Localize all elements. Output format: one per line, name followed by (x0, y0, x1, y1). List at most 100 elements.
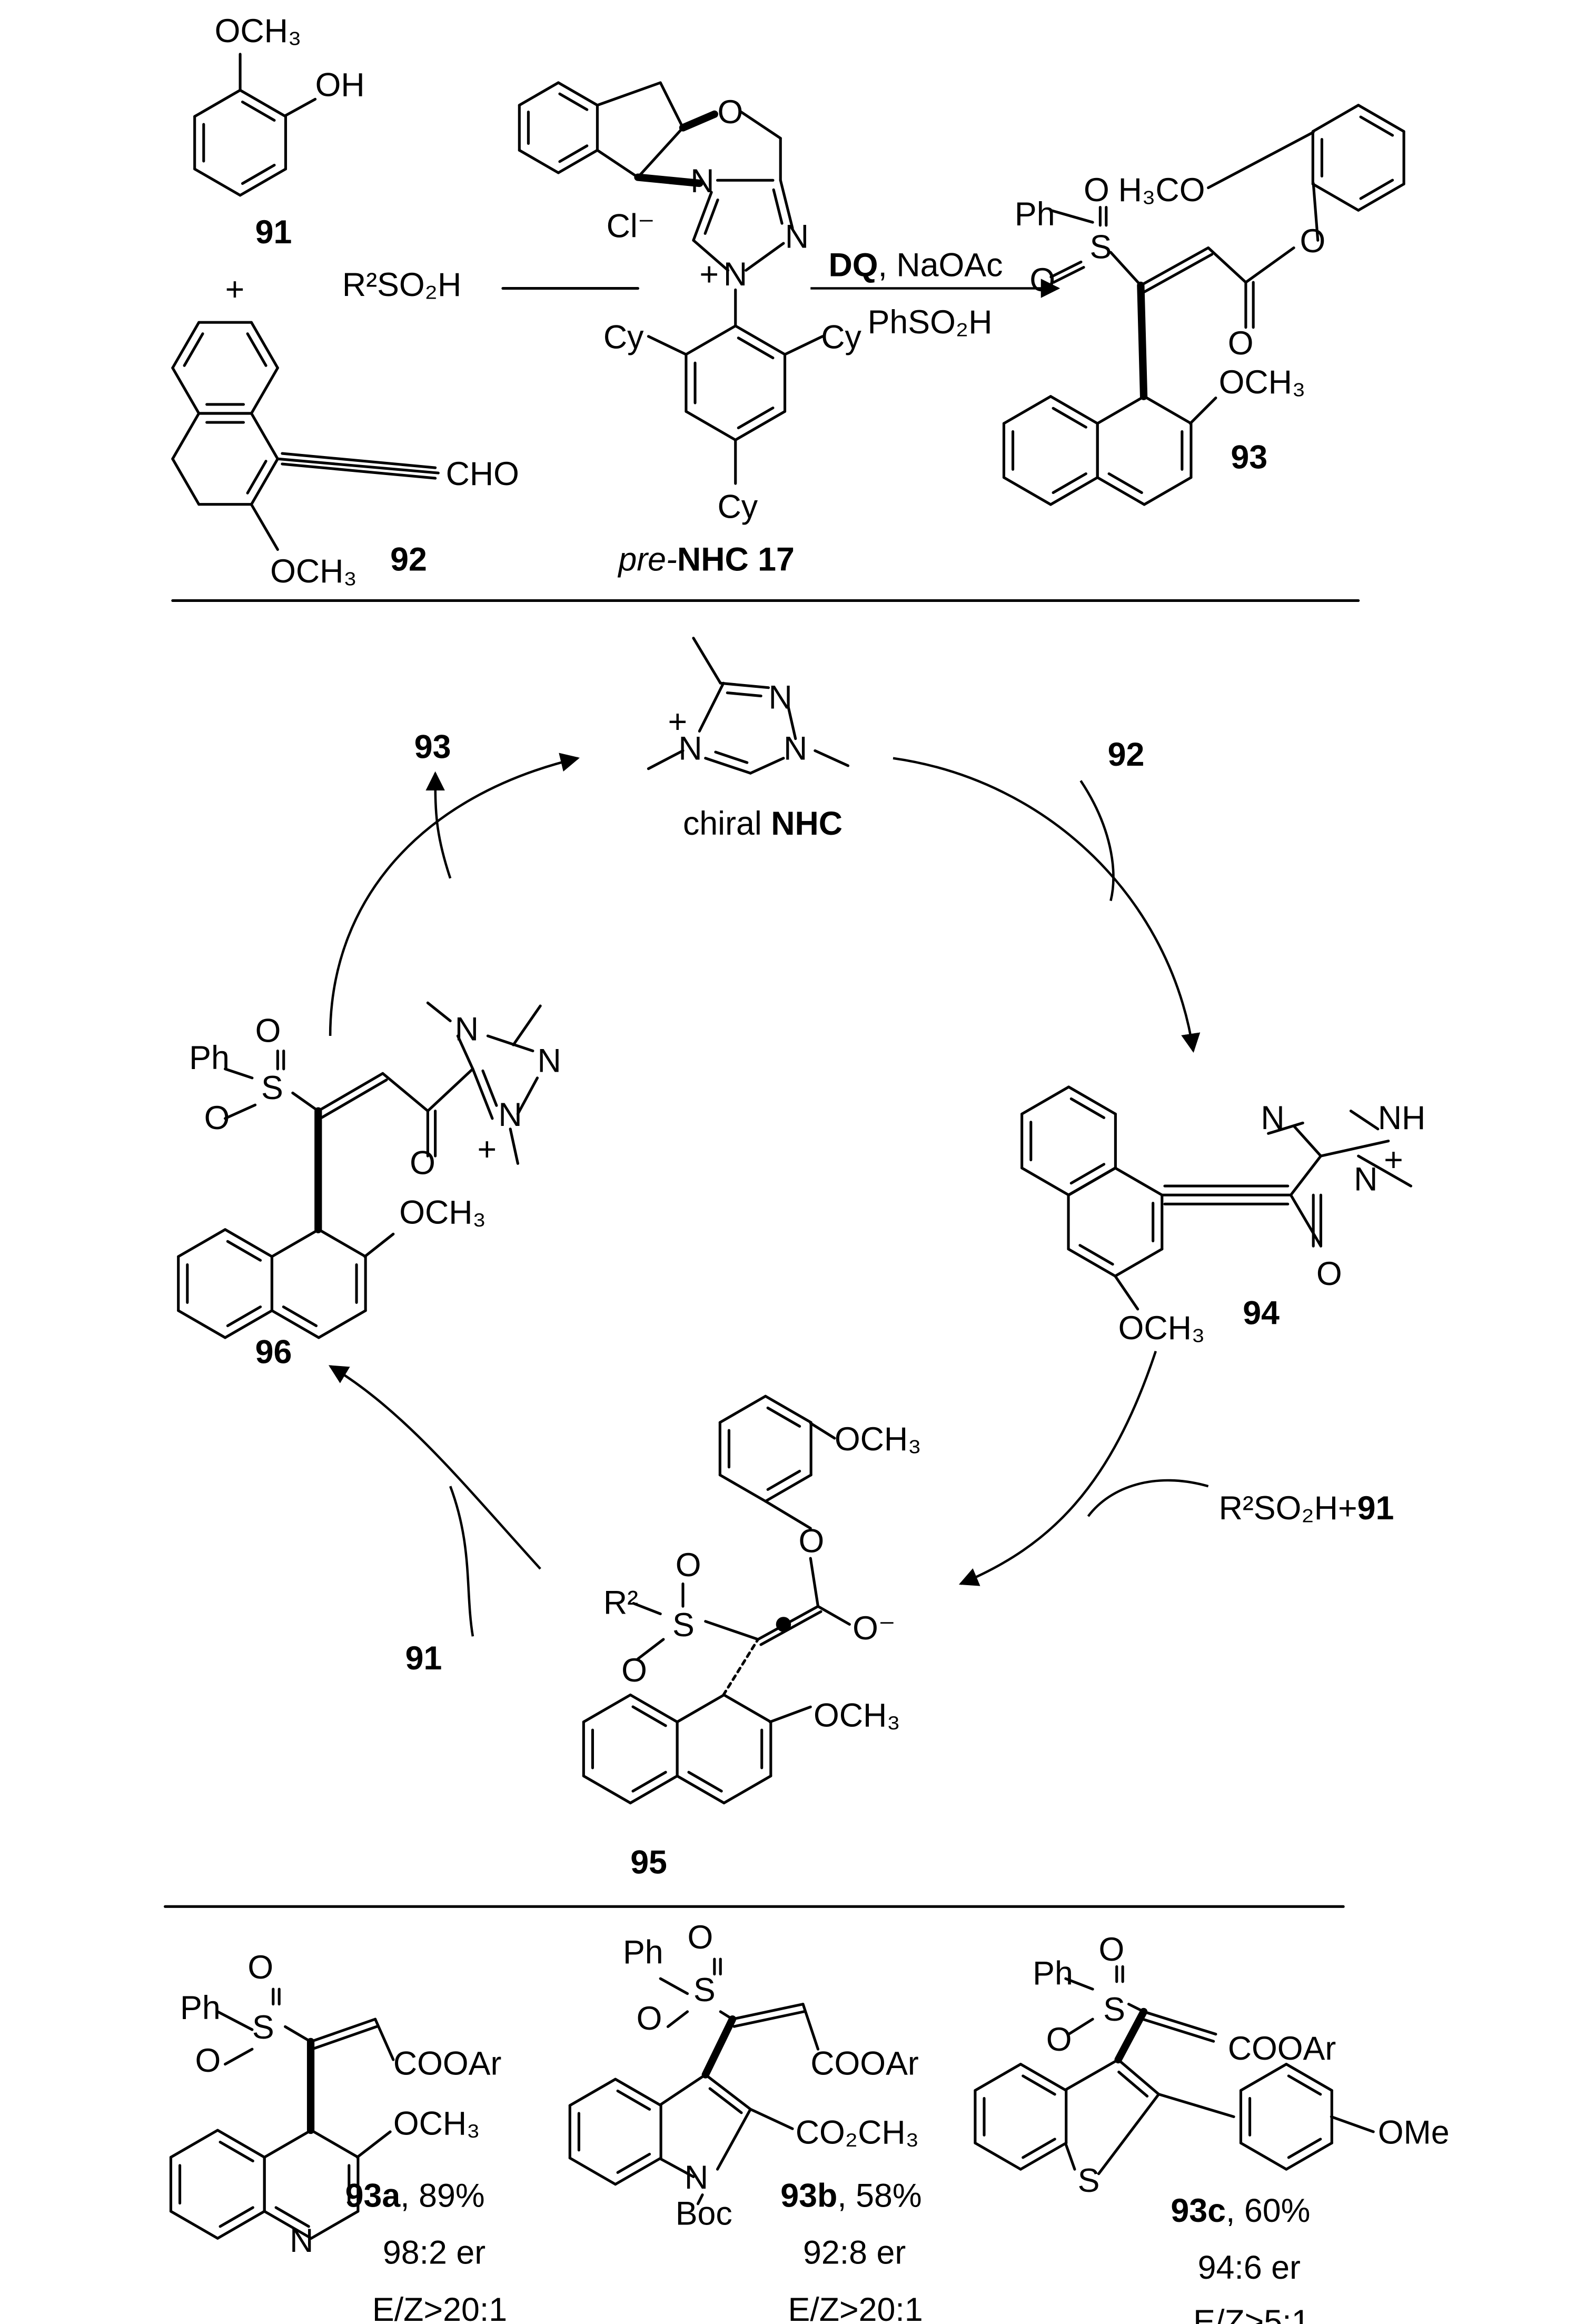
atom-s: S (1078, 2162, 1100, 2199)
atom-n: N (290, 2222, 313, 2259)
bond (692, 191, 713, 242)
bond (731, 2003, 805, 2021)
sulfinic-acid: R²SO₂H (342, 266, 461, 303)
atom-s: S (672, 1607, 695, 1644)
bond (276, 457, 440, 474)
cycle-arrow (328, 1365, 541, 1570)
bond (1239, 2063, 1288, 2092)
bond (309, 2018, 377, 2043)
bond (426, 1067, 474, 1113)
bond (224, 1309, 274, 1339)
cycle-arrow (425, 771, 452, 879)
atom-n: N (690, 163, 714, 200)
substituent-label: OCH₃ (393, 2105, 480, 2142)
bond (1064, 2058, 1120, 2091)
bond (659, 2073, 707, 2107)
bond (1069, 1097, 1106, 1119)
hydroxy-label: OH (315, 67, 365, 104)
bond (809, 1421, 836, 1440)
bond (1357, 182, 1405, 212)
bond (518, 81, 560, 107)
bond (1140, 2017, 1215, 2043)
bond (659, 1977, 689, 1995)
compound-label: 95 (630, 1844, 667, 1881)
bond (239, 88, 288, 118)
bond (719, 681, 770, 689)
bond (250, 457, 279, 506)
bond (714, 750, 749, 764)
bond (1289, 1154, 1322, 1196)
atom-o: O (255, 1012, 281, 1049)
bond (676, 1693, 726, 1724)
bond (759, 1610, 822, 1646)
example-93c: Ph O S O COOAr OMe S 93c, 60% 94:6 er E/… (1033, 1931, 1450, 2324)
bond (692, 637, 722, 685)
bond (1207, 131, 1315, 190)
atom-o: O (1084, 172, 1109, 209)
bond (716, 2108, 752, 2171)
bond (183, 332, 204, 367)
bond (456, 1034, 474, 1071)
bond (1357, 1154, 1413, 1188)
bond (1207, 246, 1247, 284)
bond (704, 757, 752, 775)
bond (310, 2210, 360, 2240)
bond (1002, 395, 1052, 425)
chloride: Cl⁻ (607, 208, 655, 245)
cy-label: Cy (718, 489, 758, 526)
compound-label: 94 (1243, 1294, 1280, 1331)
atom-o: O (718, 94, 744, 131)
phenyl-label: Ph (623, 1934, 663, 1971)
atom-o: O (1099, 1931, 1125, 1968)
atom-n: N (498, 1096, 522, 1133)
methoxy-label: OCH₃ (814, 1697, 900, 1734)
cycle-arrow (893, 757, 1201, 1053)
methoxy-label: OCH₃ (270, 553, 357, 590)
bond (737, 337, 775, 360)
bond (241, 164, 276, 185)
bond (381, 1072, 429, 1113)
charge-plus: + (1384, 1142, 1403, 1179)
methoxy-label: H₃CO (1118, 172, 1205, 209)
bond (1357, 104, 1405, 133)
bond (1049, 395, 1099, 425)
example-yield: 93c, 60% (1171, 2192, 1310, 2229)
bond (274, 2206, 310, 2228)
boc-label: Boc (676, 2196, 732, 2232)
bond (281, 452, 437, 469)
bond (1019, 2063, 1068, 2092)
bond (270, 1309, 320, 1339)
bond (1078, 1244, 1114, 1266)
bond (270, 1228, 320, 1258)
bond-layer (163, 53, 1413, 2240)
bond (634, 173, 703, 187)
product-93-label: 93 (414, 729, 451, 766)
bond (582, 1774, 632, 1805)
charge-plus: + (699, 256, 719, 293)
bond (1067, 1166, 1117, 1196)
example-er: 92:8 er (803, 2234, 906, 2271)
compound-91: OCH₃ OH 91 (215, 13, 365, 251)
bond (216, 2210, 266, 2240)
compound-label: 93 (1231, 439, 1267, 476)
methoxy-label: OCH₃ (835, 1421, 921, 1458)
atom-s: S (693, 1972, 716, 2009)
atom-o: O (1300, 223, 1326, 260)
bond (284, 2025, 312, 2043)
methoxy-label: OCH₃ (1118, 1310, 1205, 1347)
bond (631, 1705, 667, 1727)
bond (614, 2157, 662, 2186)
bond (692, 239, 730, 272)
atom-s: S (1089, 229, 1112, 266)
bond (784, 335, 824, 356)
bond (768, 1705, 812, 1724)
atom-o: O (410, 1144, 435, 1181)
bond (1052, 472, 1087, 495)
bond (647, 335, 688, 356)
bond (719, 2010, 734, 2021)
bond (316, 1072, 384, 1113)
bond (363, 1232, 395, 1258)
allene-carbon-dot (776, 1617, 791, 1632)
bond (1142, 2010, 1217, 2036)
example-yield: 93a, 89% (345, 2177, 485, 2214)
